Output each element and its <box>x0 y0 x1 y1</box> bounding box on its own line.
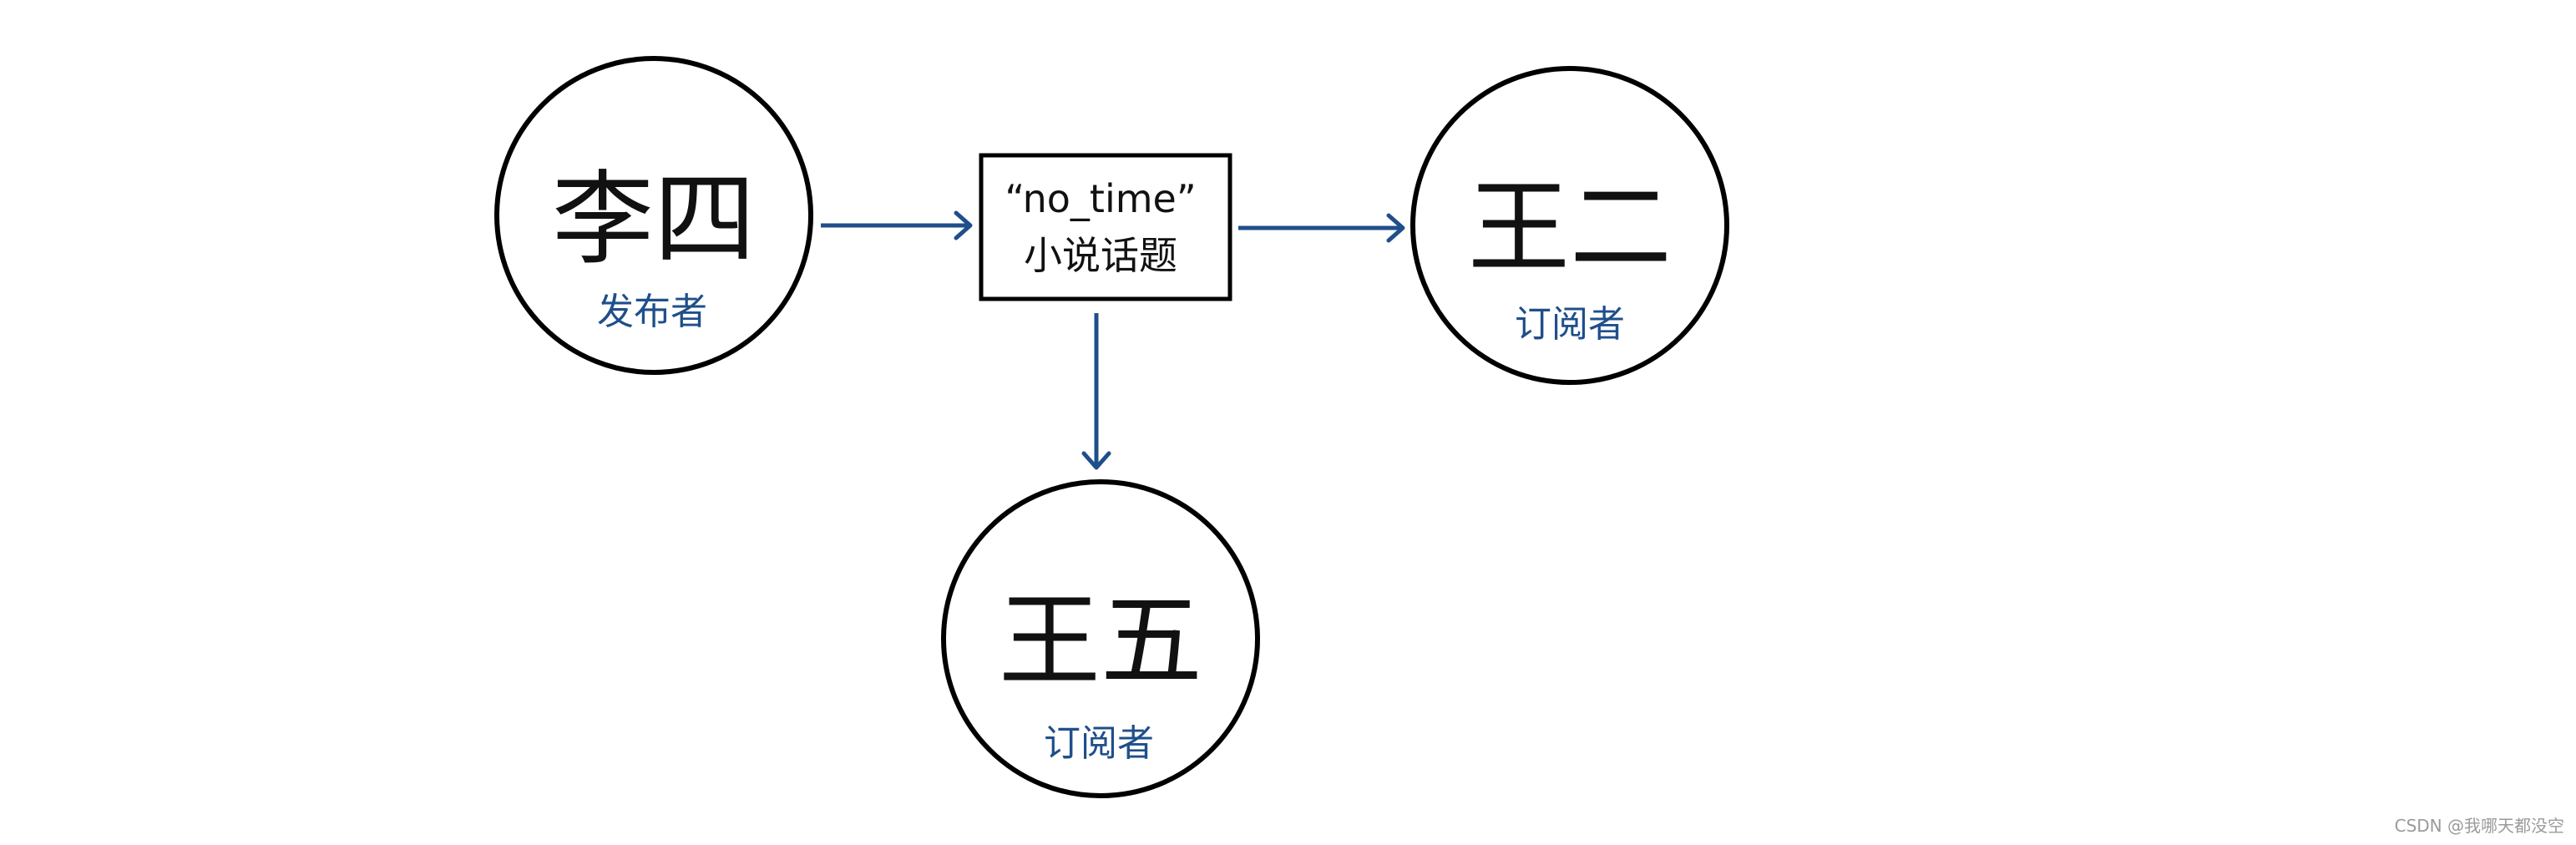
subscriber-right-name: 王二 <box>1468 169 1672 287</box>
publisher-role: 发布者 <box>597 291 707 333</box>
subscriber-right-circle <box>1410 66 1729 385</box>
arrow-topic-to-subscriber-right <box>1238 213 1405 243</box>
subscriber-right-node: 王二 订阅者 <box>1410 66 1729 385</box>
subscriber-bottom-circle <box>941 479 1260 798</box>
publisher-node: 李四 发布者 <box>494 56 813 375</box>
arrow-publisher-to-topic <box>821 210 973 240</box>
subscriber-bottom-name: 王五 <box>999 582 1202 701</box>
publisher-name: 李四 <box>552 160 756 279</box>
subscriber-right-role: 订阅者 <box>1515 303 1625 346</box>
subscriber-bottom-node: 王五 订阅者 <box>941 479 1260 798</box>
topic-node: “no_time” 小说话题 <box>979 153 1232 301</box>
csdn-watermark: CSDN @我哪天都没空 <box>2394 816 2564 836</box>
topic-description: 小说话题 <box>1024 233 1177 278</box>
arrow-topic-to-subscriber-bottom <box>1081 313 1111 470</box>
topic-name: “no_time” <box>1005 176 1196 221</box>
publisher-circle <box>494 56 813 375</box>
subscriber-bottom-role: 订阅者 <box>1044 722 1154 765</box>
topic-box <box>979 153 1232 301</box>
